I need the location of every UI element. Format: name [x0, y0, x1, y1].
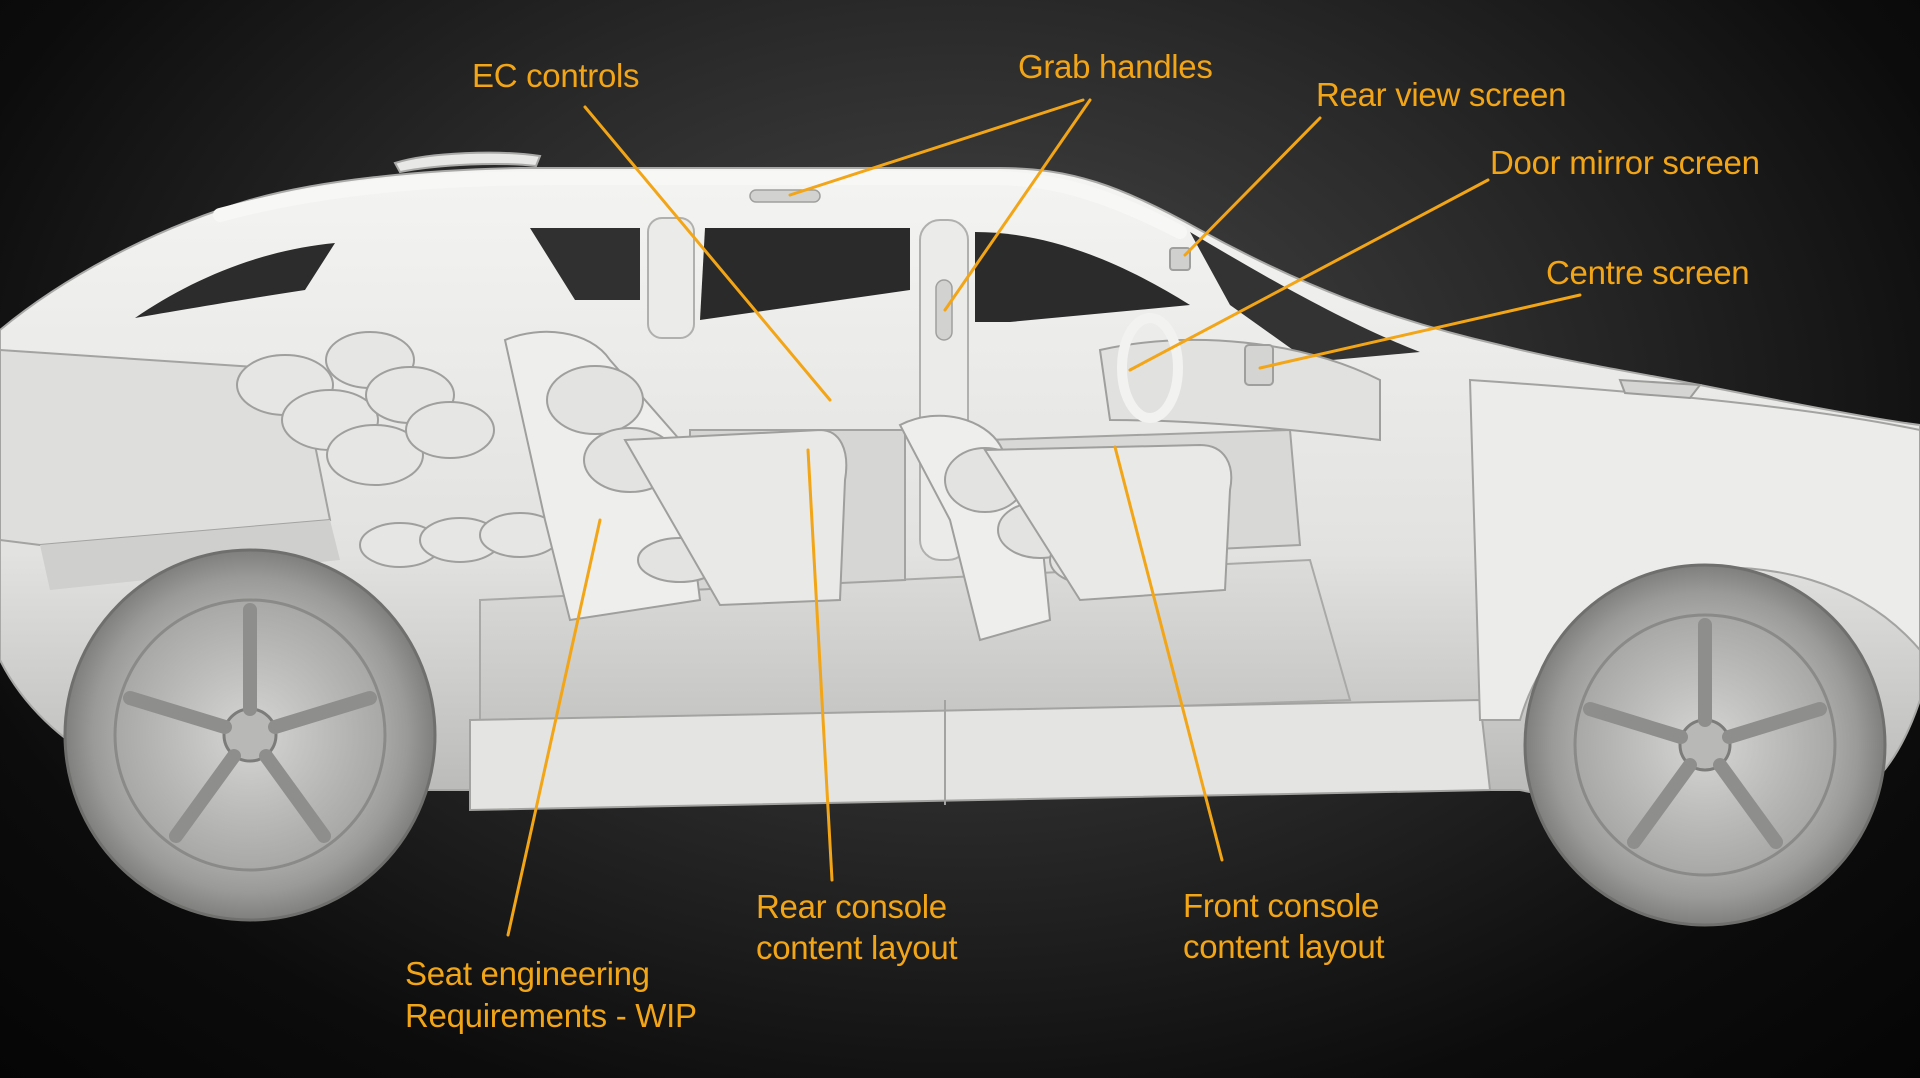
leader-door-mirror-screen — [1128, 178, 1490, 372]
label-grab-handles: Grab handles — [1018, 48, 1213, 85]
rear-quarter-window — [135, 243, 335, 318]
steering-wheel — [1117, 313, 1183, 423]
label-door-mirror-screen: Door mirror screen — [1490, 144, 1760, 181]
car-model — [0, 151, 1920, 927]
label-ec-controls: EC controls — [472, 57, 639, 94]
rear-door-window — [530, 228, 640, 300]
door-sill — [469, 698, 1492, 812]
grab-handle-roof — [749, 189, 821, 203]
dashboard — [1098, 339, 1381, 442]
rear-wheel — [63, 548, 437, 922]
leader-grab-handles-pillar — [943, 98, 1092, 312]
leader-ec-controls — [583, 105, 832, 402]
label-rear-console-line2: content layout — [756, 929, 957, 966]
leader-seat-engineering — [506, 518, 602, 937]
rear-trunk-lip — [40, 520, 340, 590]
label-front-console-line2: content layout — [1183, 928, 1384, 965]
headlight — [1618, 378, 1702, 400]
leader-rear-console — [806, 448, 834, 882]
middle-seat — [503, 330, 848, 622]
c-pillar — [647, 217, 695, 339]
front-wheel — [1523, 563, 1887, 927]
label-centre-screen: Centre screen — [1546, 254, 1749, 291]
callout-labels: EC controls Grab handles Rear view scree… — [405, 48, 1760, 1034]
callout-leaders — [506, 98, 1582, 937]
leader-centre-screen — [1258, 293, 1582, 370]
label-seat-engineering-line2: Requirements - WIP — [405, 997, 697, 1034]
leader-front-console — [1113, 445, 1224, 862]
windshield — [1190, 232, 1420, 362]
middle-window — [700, 228, 910, 320]
leader-grab-handles-roof — [788, 98, 1085, 197]
label-seat-engineering-line1: Seat engineering — [405, 955, 650, 992]
label-front-console-line1: Front console — [1183, 887, 1379, 924]
roof-spoiler — [393, 151, 542, 174]
roof-rail — [213, 171, 1187, 239]
rear-seat-row — [236, 331, 561, 568]
label-rear-view-screen: Rear view screen — [1316, 76, 1566, 113]
front-window — [975, 232, 1190, 322]
front-seat — [898, 414, 1233, 642]
label-rear-console-line1: Rear console — [756, 888, 947, 925]
leader-rear-view-screen — [1183, 116, 1322, 257]
